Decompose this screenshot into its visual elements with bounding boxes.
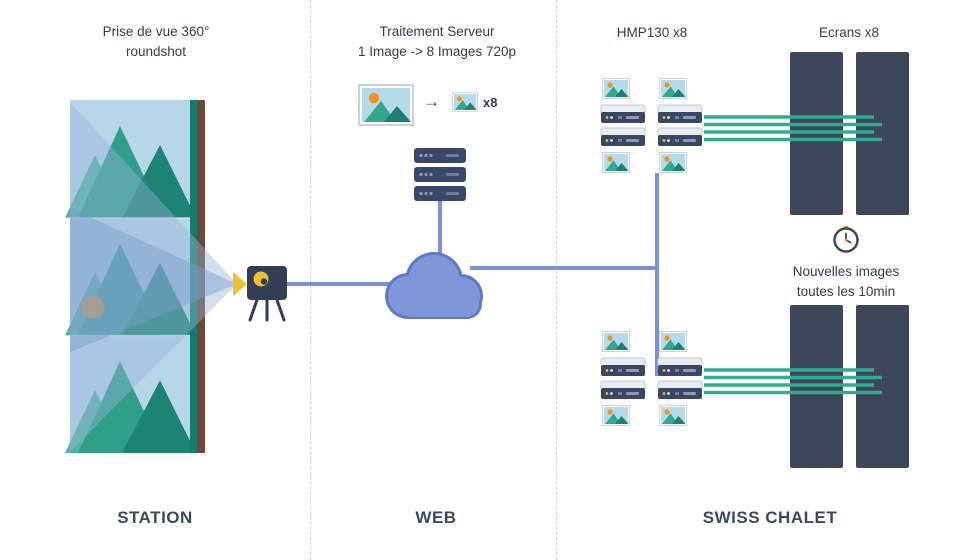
conversion-arrow-icon: →	[423, 92, 440, 111]
web-title: Traitement Serveur 1 Image -> 8 Images 7…	[327, 22, 547, 61]
hmp130-player-icon	[657, 380, 703, 400]
hmp130-player-icon	[600, 380, 646, 400]
clock-icon	[833, 226, 859, 253]
output-image-icon	[452, 92, 478, 112]
refresh-note: Nouvelles images toutes les 10min	[766, 262, 926, 301]
image-thumb-icon	[602, 405, 630, 426]
sun-icon	[81, 295, 105, 319]
hmp130-player-icon	[657, 357, 703, 377]
section-divider-1	[310, 0, 311, 560]
hmp130-player-icon	[657, 104, 703, 124]
chalet-section-label: SWISS CHALET	[702, 508, 838, 527]
screens-group	[790, 52, 909, 468]
multiplier-label: x8	[483, 95, 498, 110]
signal-lines	[704, 115, 882, 395]
panorama-image	[65, 100, 205, 453]
camera-fov-cone	[70, 102, 237, 452]
image-thumb-icon	[659, 78, 687, 99]
web-section-label: WEB	[415, 508, 457, 527]
screens-count-label: Ecrans x8	[818, 25, 880, 40]
section-divider-2	[556, 0, 557, 560]
screen-panel	[856, 305, 909, 468]
source-image-icon	[358, 84, 414, 126]
screen-panel	[856, 52, 909, 215]
web-title-line1: Traitement Serveur	[379, 24, 495, 39]
hmp130-player-icon	[600, 127, 646, 147]
cloud-icon	[385, 252, 483, 319]
image-thumb-icon	[602, 78, 630, 99]
refresh-note-line1: Nouvelles images	[792, 264, 900, 279]
hmp130-player-icon	[600, 357, 646, 377]
camera-icon	[233, 266, 287, 322]
image-thumb-icon	[659, 152, 687, 173]
server-icon	[414, 148, 466, 201]
hmp130-player-icon	[600, 104, 646, 124]
refresh-note-line2: toutes les 10min	[796, 283, 896, 299]
web-title-line2: 1 Image -> 8 Images 720p	[358, 43, 516, 59]
station-title-line2: roundshot	[125, 43, 187, 59]
players-count-label: HMP130 x8	[616, 25, 688, 40]
image-thumb-icon	[659, 405, 687, 426]
image-thumb-icon	[659, 331, 687, 352]
player-cluster-bottom	[600, 331, 703, 426]
image-thumb-icon	[602, 152, 630, 173]
player-cluster-top	[600, 78, 703, 173]
station-section-label: STATION	[117, 508, 193, 527]
image-thumb-icon	[602, 331, 630, 352]
station-title-line1: Prise de vue 360°	[102, 24, 210, 39]
station-title: Prise de vue 360° roundshot	[56, 22, 256, 61]
network-lines	[286, 173, 659, 376]
hmp130-player-icon	[657, 127, 703, 147]
